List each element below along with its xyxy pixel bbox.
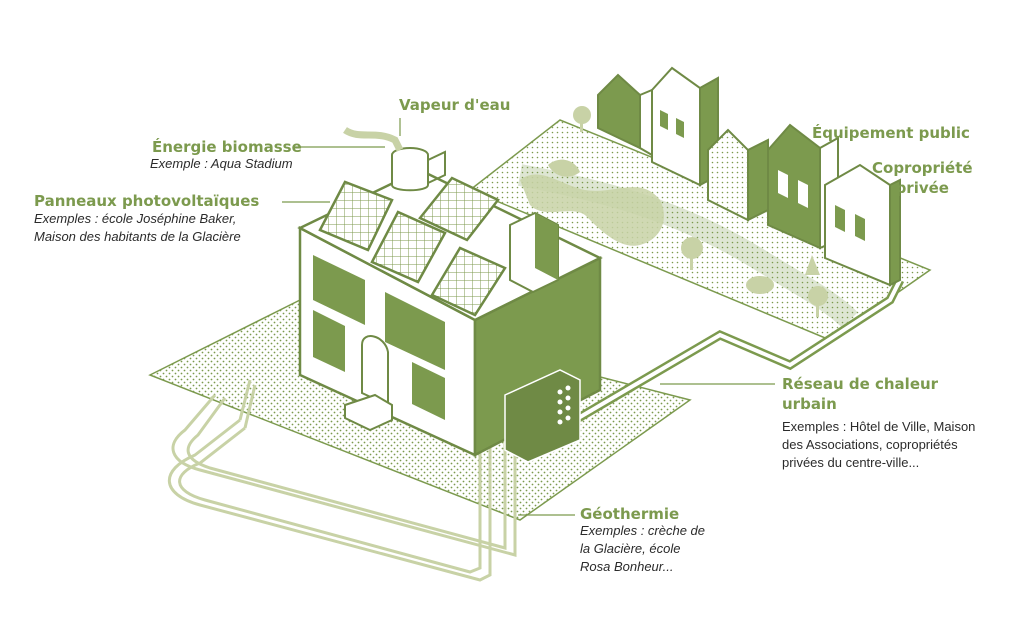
- solar-panels: [318, 176, 507, 317]
- label-copropriete-line: privée: [895, 179, 949, 197]
- leader-lines: [282, 118, 775, 516]
- label-copropriete-line: Copropriété: [872, 159, 973, 177]
- houses: [573, 66, 901, 317]
- example-reseau-line: des Associations, copropriétés: [782, 437, 958, 452]
- example-geothermie-line: Exemples : crèche de: [580, 523, 706, 538]
- example-biomasse: Exemple : Aqua Stadium: [150, 156, 293, 171]
- example-reseau-line: Exemples : Hôtel de Ville, Maison: [782, 419, 976, 434]
- example-geothermie-line: la Glacière, école: [580, 541, 681, 556]
- label-copropriete: Copropriété privée: [872, 158, 973, 198]
- label-vapeur: Vapeur d'eau: [399, 96, 511, 114]
- example-reseau: Exemples : Hôtel de Ville, Maison des As…: [782, 418, 975, 472]
- example-photovoltaiques-line: Maison des habitants de la Glacière: [34, 229, 241, 244]
- example-photovoltaiques: Exemples : école Joséphine Baker, Maison…: [34, 210, 241, 246]
- example-geothermie-line: Rosa Bonheur...: [580, 559, 674, 574]
- label-photovoltaiques: Panneaux photovoltaïques: [34, 192, 260, 210]
- label-reseau-line: urbain: [782, 395, 837, 413]
- label-geothermie: Géothermie: [580, 505, 680, 523]
- example-reseau-line: privées du centre-ville...: [782, 455, 920, 470]
- geothermal-loops: [167, 379, 517, 582]
- example-geothermie: Exemples : crèche de la Glacière, école …: [580, 522, 705, 576]
- label-reseau-line: Réseau de chaleur: [782, 375, 939, 393]
- label-biomasse: Énergie biomasse: [152, 138, 302, 156]
- label-reseau: Réseau de chaleur urbain: [782, 374, 938, 414]
- smoke-cloud: [520, 159, 664, 246]
- example-photovoltaiques-line: Exemples : école Joséphine Baker,: [34, 211, 237, 226]
- label-equipement-public: Équipement public: [812, 124, 970, 142]
